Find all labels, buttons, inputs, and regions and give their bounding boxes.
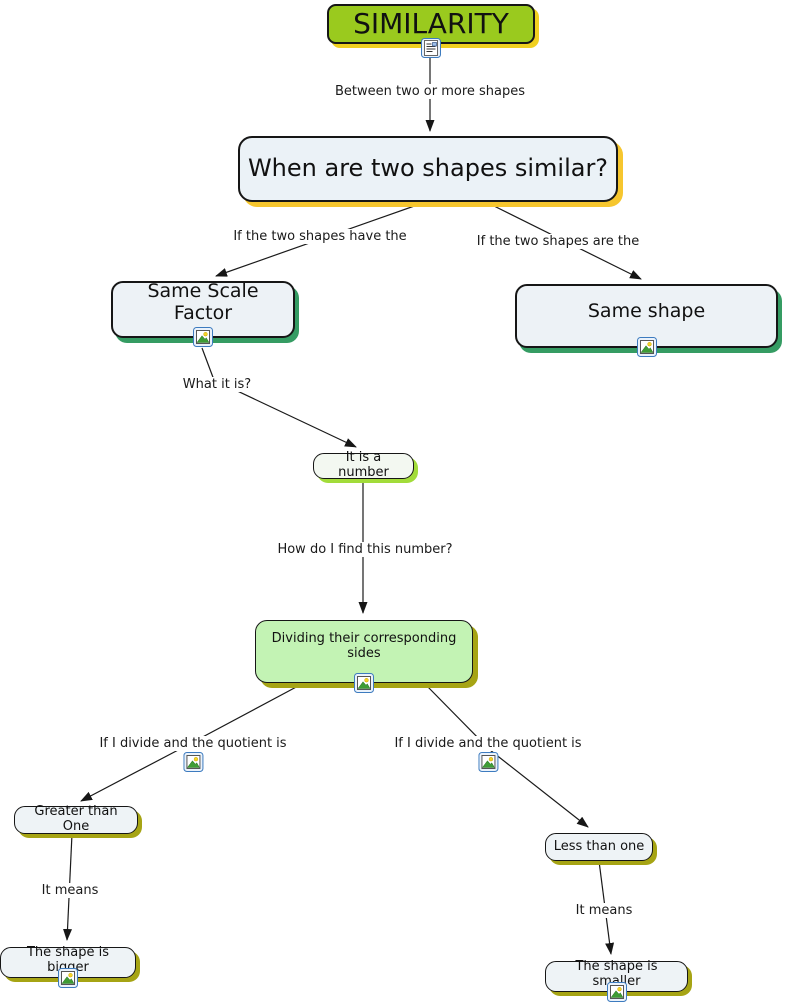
node-it-is-a-number-label: It is a number: [338, 450, 389, 480]
node-less-than-one-label: Less than one: [553, 838, 645, 854]
picture-icon[interactable]: [58, 968, 78, 988]
node-same-shape-label: Same shape: [587, 300, 706, 323]
link-label-how-find-number[interactable]: How do I find this number?: [274, 542, 456, 557]
link-label-quotient-right[interactable]: If I divide and the quotient is: [391, 736, 585, 772]
node-shape-is-smaller[interactable]: The shape is smaller: [545, 958, 688, 1002]
node-same-scale-factor-label: Same Scale Factor: [147, 279, 259, 324]
node-less-than-one[interactable]: Less than one: [545, 833, 653, 861]
document-image-icon[interactable]: [421, 33, 441, 58]
node-shape-is-bigger[interactable]: The shape is bigger: [0, 944, 136, 988]
link-label-it-means-left[interactable]: It means: [38, 883, 102, 898]
node-greater-than-one[interactable]: Greater than One: [14, 804, 138, 834]
link-label-between-shapes[interactable]: Between two or more shapes: [331, 84, 529, 99]
node-same-scale-factor[interactable]: Same Scale Factor: [111, 279, 295, 347]
link-label-quotient-left-text: If I divide and the quotient is: [99, 736, 287, 751]
node-shape-is-smaller-label: The shape is smaller: [575, 958, 658, 989]
picture-icon[interactable]: [636, 337, 657, 357]
node-similarity[interactable]: SIMILARITY: [327, 4, 535, 58]
picture-icon[interactable]: [354, 673, 374, 693]
node-dividing-label: Dividing their corresponding sides: [271, 630, 457, 661]
node-when-are-two-shapes-similar[interactable]: When are two shapes similar?: [238, 136, 618, 202]
link-label-shapes-are-the[interactable]: If the two shapes are the: [473, 234, 643, 249]
node-shape-is-bigger-label: The shape is bigger: [26, 944, 110, 975]
picture-icon[interactable]: [193, 327, 213, 347]
picture-icon[interactable]: [606, 982, 627, 1002]
link-label-shapes-have-the[interactable]: If the two shapes have the: [230, 229, 410, 244]
node-it-is-a-number[interactable]: It is a number: [313, 450, 414, 480]
node-same-shape[interactable]: Same shape: [515, 284, 778, 357]
link-label-what-it-is[interactable]: What it is?: [179, 377, 255, 392]
link-label-quotient-left[interactable]: If I divide and the quotient is: [96, 736, 290, 772]
picture-icon[interactable]: [478, 752, 498, 772]
node-greater-than-one-label: Greater than One: [34, 804, 118, 834]
node-when-label: When are two shapes similar?: [247, 154, 609, 183]
node-dividing-corresponding-sides[interactable]: Dividing their corresponding sides: [255, 620, 473, 693]
link-label-quotient-right-text: If I divide and the quotient is: [394, 736, 582, 751]
picture-icon[interactable]: [183, 752, 203, 772]
node-similarity-label: SIMILARITY: [353, 6, 509, 40]
link-label-it-means-right[interactable]: It means: [572, 903, 636, 918]
